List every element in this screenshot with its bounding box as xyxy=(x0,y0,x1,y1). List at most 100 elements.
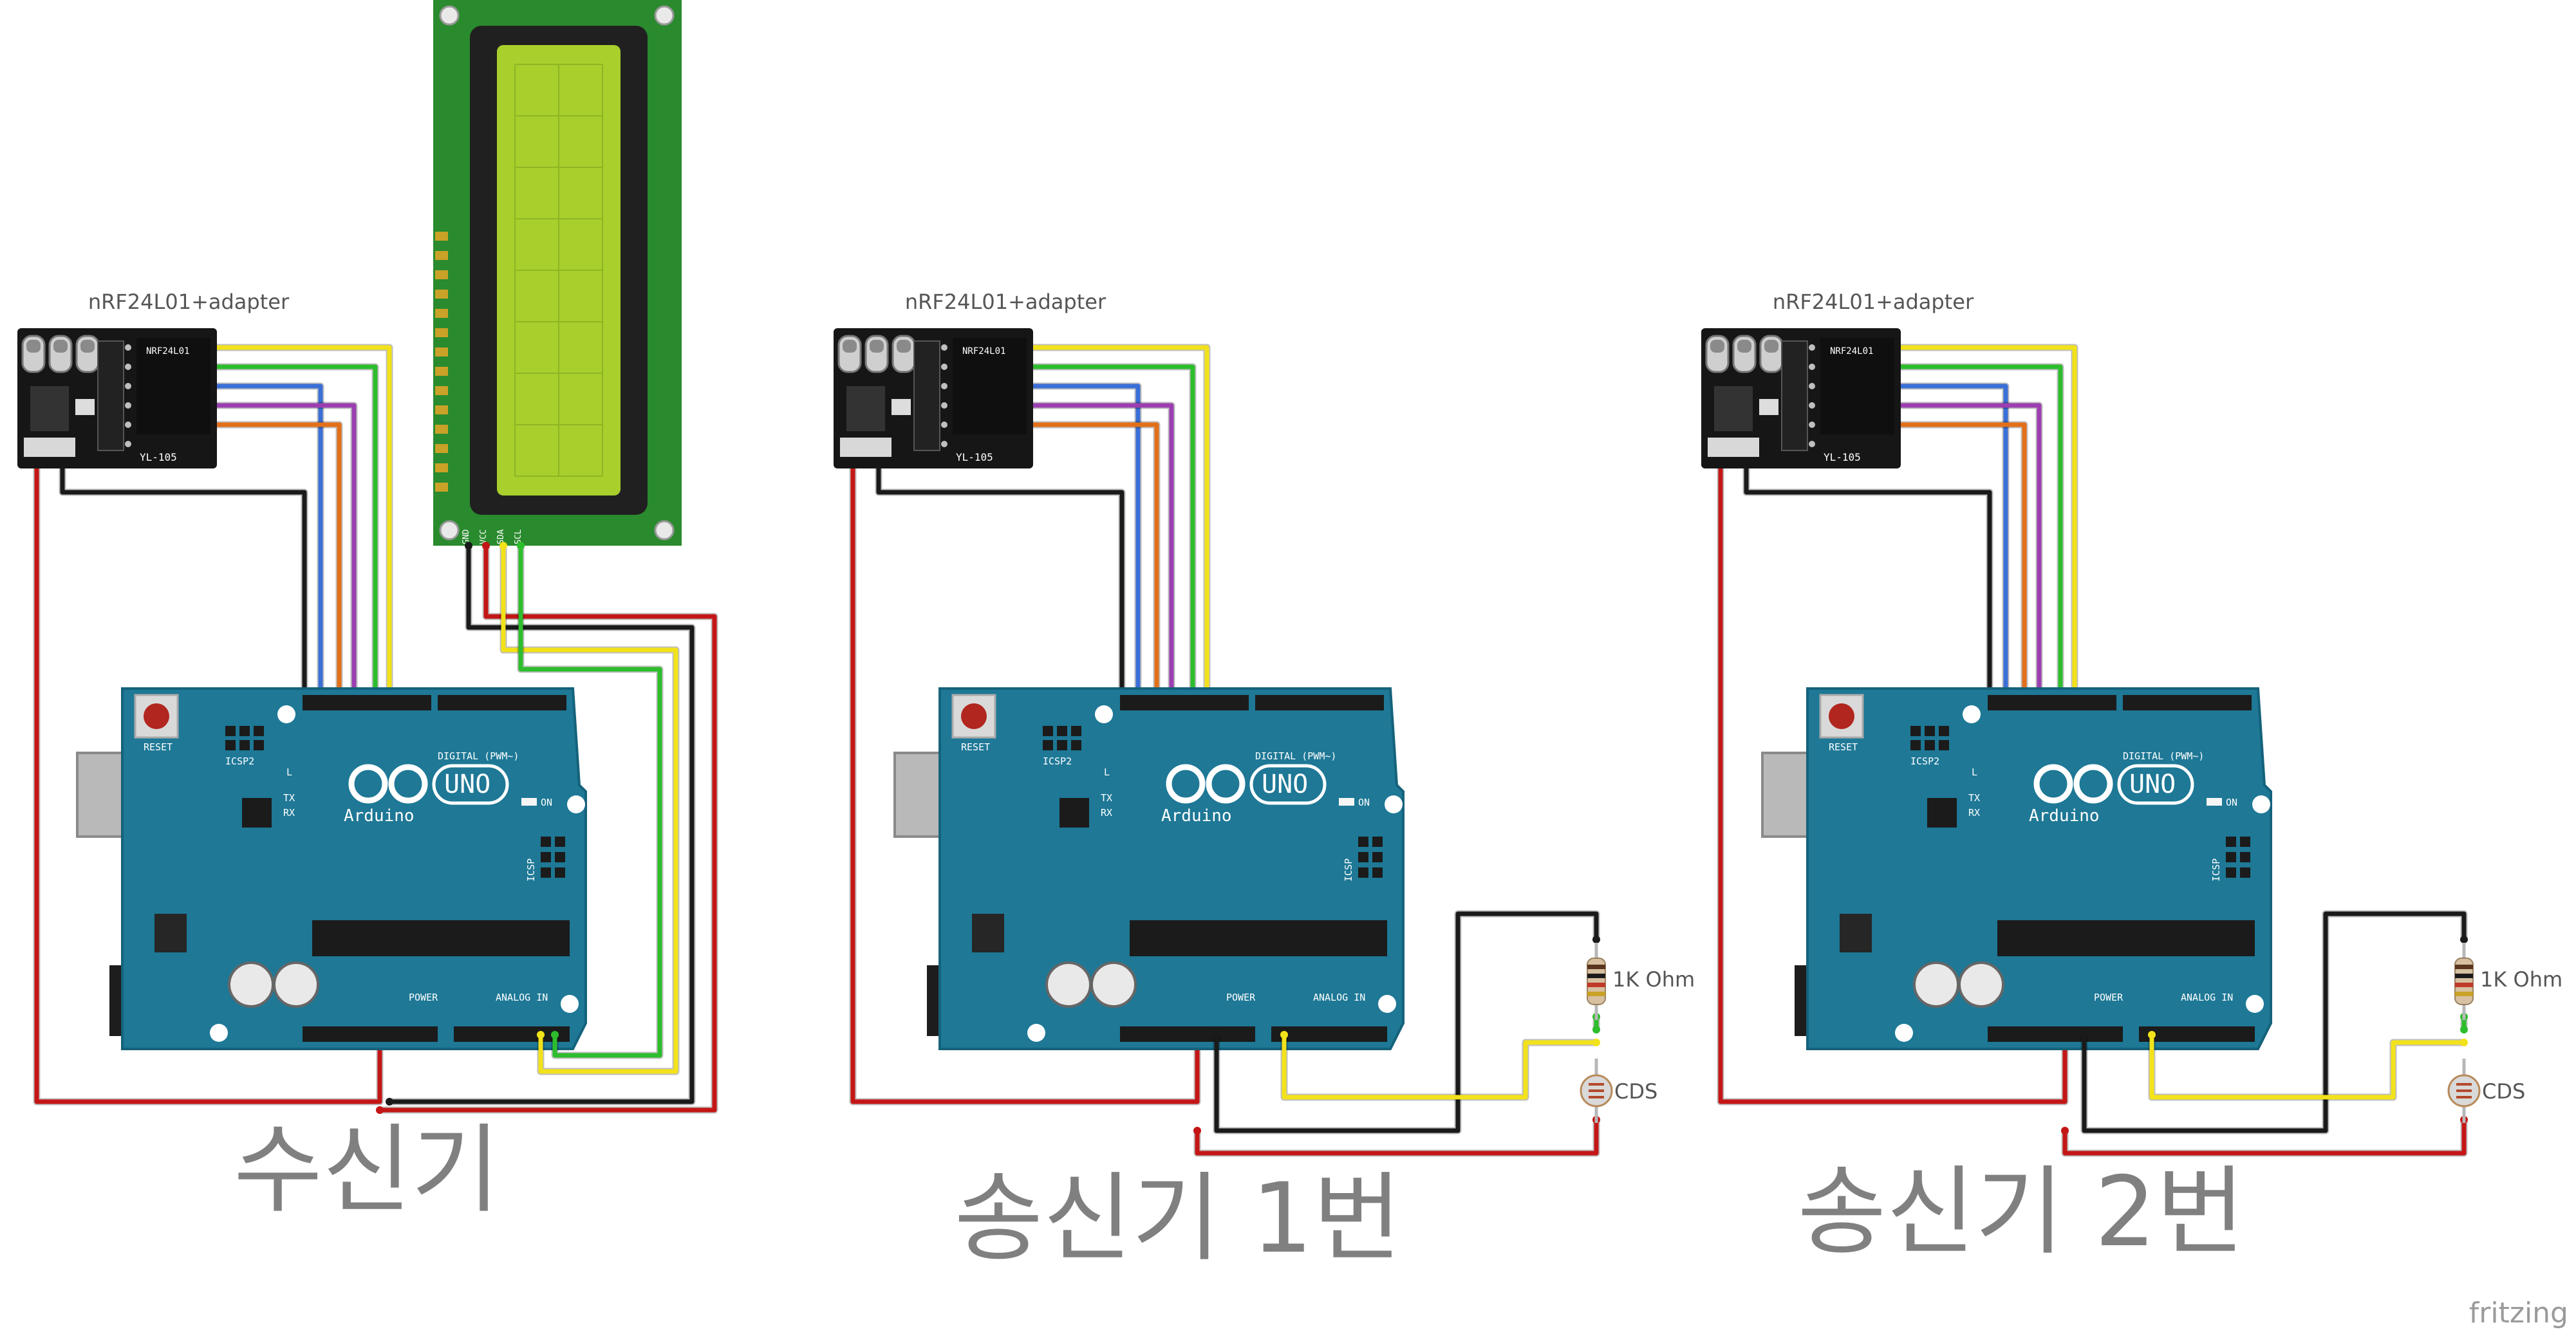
analog-header xyxy=(1271,1026,1387,1042)
mount-hole xyxy=(567,795,585,813)
icsp2-pin xyxy=(1043,726,1053,736)
adapter-pin xyxy=(1809,402,1815,409)
voltage-regulator xyxy=(154,914,187,952)
mount-hole xyxy=(2246,995,2264,1013)
icsp-pin xyxy=(1372,852,1383,862)
resistor-band xyxy=(2455,965,2473,969)
wire-lcd-sda xyxy=(501,546,678,1074)
adapter-capacitor-top xyxy=(897,340,911,353)
adapter-capacitor-top xyxy=(843,340,857,353)
adapter-header-power xyxy=(24,438,75,457)
usb-chip xyxy=(1059,798,1089,828)
analog-header xyxy=(2139,1026,2255,1042)
adapter-smd xyxy=(75,399,95,415)
voltage-regulator xyxy=(972,914,1004,952)
arduino-logo-left xyxy=(1166,764,1206,804)
wire-sck xyxy=(210,384,323,703)
adapter-pin xyxy=(125,344,131,351)
wire-lcd-gnd-end xyxy=(386,1098,393,1106)
voltage-regulator xyxy=(1840,914,1872,952)
mount-hole xyxy=(2252,795,2270,813)
wire-adapter-gnd-shadow xyxy=(875,447,1126,703)
wire-sensor-gnd xyxy=(1214,911,1599,1133)
wire-ce xyxy=(1894,345,2077,703)
lcd-pin-sda: SDA xyxy=(496,529,506,544)
icsp2-pin xyxy=(1910,740,1921,750)
wire-ce xyxy=(210,345,392,703)
wire-adapter-gnd xyxy=(1744,447,1992,703)
mount-hole xyxy=(1027,1024,1045,1042)
icsp-pin xyxy=(1358,852,1368,862)
adapter-pin xyxy=(125,422,131,428)
mount-hole xyxy=(1385,795,1403,813)
icsp-pin xyxy=(541,852,551,862)
adapter-pin xyxy=(125,402,131,409)
tx-led-label: TX xyxy=(1968,792,1980,804)
wire-sensor-signal xyxy=(1282,1035,1596,1100)
adapter-socket xyxy=(913,340,940,451)
resistor-band xyxy=(2455,983,2473,987)
arduino-logo-right xyxy=(2073,764,2113,804)
digital-header-left xyxy=(1988,695,2116,710)
uno-label: UNO xyxy=(444,770,490,799)
adapter-socket xyxy=(97,340,124,451)
wire-sensor-vcc-shadow xyxy=(1193,1120,1600,1157)
icsp2-label: ICSP2 xyxy=(1910,755,1939,767)
wire-lcd-sda-end xyxy=(499,542,507,550)
wire-mosi-shadow xyxy=(210,402,358,703)
icsp-label: ICSP xyxy=(2210,858,2222,882)
mount-hole xyxy=(1895,1024,1913,1042)
wire-miso xyxy=(1027,422,1159,703)
rx-led-label: RX xyxy=(283,807,295,819)
adapter-pin xyxy=(1809,344,1815,351)
digital-header-right xyxy=(438,695,566,710)
wire-mosi xyxy=(210,403,357,703)
icsp2-pin xyxy=(1939,726,1949,736)
power-label: POWER xyxy=(1226,992,1256,1003)
analog-header xyxy=(454,1026,570,1042)
adapter-nrf-socket xyxy=(953,338,1027,434)
icsp2-label: ICSP2 xyxy=(1043,755,1072,767)
adapter-capacitor-top xyxy=(1710,340,1724,353)
lcd-mount-hole xyxy=(439,5,460,26)
icsp-pin xyxy=(2240,867,2250,878)
icsp2-pin xyxy=(1057,726,1067,736)
arduino-brand-label: Arduino xyxy=(1161,806,1232,826)
adapter-pin xyxy=(941,441,947,447)
digital-label: DIGITAL (PWM~) xyxy=(438,750,519,762)
icsp-pin xyxy=(2226,852,2236,862)
power-header xyxy=(1120,1026,1255,1042)
transmitter-2-title: 송신기 2번 xyxy=(1797,1156,2245,1268)
icsp-pin xyxy=(2226,867,2236,878)
adapter-capacitor-top xyxy=(80,340,95,353)
wire-lcd-sda-end xyxy=(537,1031,545,1039)
analog-label: ANALOG IN xyxy=(1313,992,1365,1003)
wire-miso xyxy=(210,422,342,703)
wire-mosi-shadow xyxy=(1894,402,2043,703)
analog-label: ANALOG IN xyxy=(496,992,548,1003)
icsp2-pin xyxy=(225,726,236,736)
atmega-chip xyxy=(1130,920,1387,956)
wire-lcd-scl-end xyxy=(551,1031,559,1039)
transmitter-1-module-label: nRF24L01+adapter xyxy=(905,290,1106,314)
usb-chip xyxy=(242,798,272,828)
cds-track xyxy=(2456,1083,2472,1098)
arduino-logo-left xyxy=(348,764,388,804)
adapter-pin xyxy=(941,422,947,428)
wire-mosi-shadow xyxy=(1027,402,1175,703)
digital-label: DIGITAL (PWM~) xyxy=(2123,750,2204,762)
icsp-pin xyxy=(541,867,551,878)
arduino-logo-left xyxy=(2033,764,2073,804)
reset-button-cap xyxy=(961,703,987,729)
icsp2-pin xyxy=(1057,740,1067,750)
adapter-model-label: YL-105 xyxy=(956,451,993,463)
mount-hole xyxy=(1095,705,1113,723)
icsp-pin xyxy=(2240,837,2250,847)
l-led-label: L xyxy=(286,766,292,778)
mount-hole xyxy=(210,1024,228,1042)
adapter-capacitor-top xyxy=(26,340,41,353)
rx-led-label: RX xyxy=(1968,807,1980,819)
on-led-label: ON xyxy=(2226,797,2237,808)
arduino-board xyxy=(121,687,587,1050)
